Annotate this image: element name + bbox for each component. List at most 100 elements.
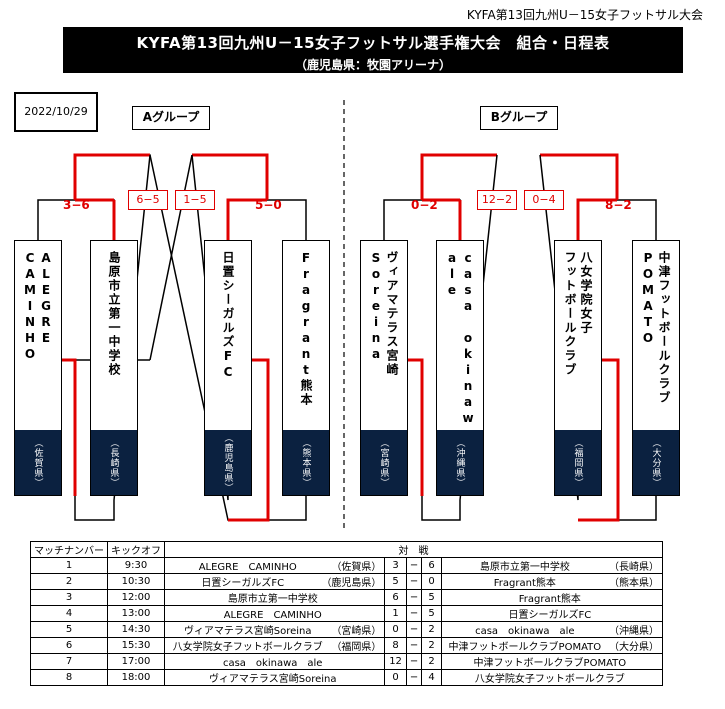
a-score-box-1: 6−5 <box>128 190 168 210</box>
cell-match-no: 2 <box>30 573 108 590</box>
team-name: 中津フットボールクラブ POMATO <box>641 251 671 405</box>
cell-home-score: 3 <box>384 557 407 574</box>
home-team-name: ヴィアマテラス宮崎Soreina <box>208 674 337 685</box>
cell-match-no: 3 <box>30 589 108 606</box>
cell-away-score: 5 <box>421 589 442 606</box>
cell-match-no: 6 <box>30 637 108 654</box>
cell-home-score: 6 <box>384 589 407 606</box>
cell-kickoff: 14:30 <box>107 621 165 638</box>
home-team-pref: （鹿児島県） <box>321 578 382 589</box>
cell-dash: − <box>405 621 423 638</box>
cell-home-score: 0 <box>384 669 407 686</box>
cell-away-score: 0 <box>421 573 442 590</box>
cell-away-team: Fragrant熊本（熊本県） <box>440 573 664 590</box>
table-header-row: マッチナンバー キックオフ 対 戦 <box>30 541 663 558</box>
cell-away-team: 中津フットボールクラブPOMATO <box>440 653 664 670</box>
team-pref: （熊本県） <box>300 437 311 488</box>
away-team-name: 八女学院女子フットボールクラブ <box>474 674 625 685</box>
page-title: KYFA第13回九州U－15女子フットサル選手権大会 組合・日程表 <box>136 34 610 52</box>
cell-dash: − <box>405 589 423 606</box>
a-win-2 <box>226 198 267 240</box>
header-versus: 対 戦 <box>164 541 663 558</box>
cell-kickoff: 15:30 <box>107 637 165 654</box>
team-pref: （鹿児島県） <box>222 432 233 493</box>
cell-away-team: casa okinawa ale（沖縄県） <box>440 621 664 638</box>
cell-home-team: 島原市立第一中学校 <box>163 589 386 606</box>
home-team-name: ALEGRE CAMINHO <box>198 562 297 573</box>
cell-match-no: 7 <box>30 653 108 670</box>
cell-kickoff: 13:00 <box>107 605 165 622</box>
cell-kickoff: 17:00 <box>107 653 165 670</box>
team-name: ヴィアマテラス宮崎 Soreina <box>369 251 399 377</box>
cell-home-score: 12 <box>384 653 407 670</box>
team-name: casa okinawa ale <box>445 251 475 443</box>
cell-match-no: 5 <box>30 621 108 638</box>
cell-home-team: 八女学院女子フットボールクラブ （福岡県） <box>163 637 386 654</box>
cell-dash: − <box>405 605 423 622</box>
cell-kickoff: 10:30 <box>107 573 165 590</box>
team-box-7: 八女学院女子 フットボールクラブ （福岡県） <box>554 240 602 496</box>
a-top-right <box>192 153 269 200</box>
date-box: 2022/10/29 <box>14 92 98 132</box>
cell-away-team: 中津フットボールクラブPOMATO（大分県） <box>440 637 664 654</box>
away-team-name: Fragrant熊本 <box>493 578 556 589</box>
cell-away-team: 日置シーガルズFC <box>440 605 664 622</box>
away-team-name: 中津フットボールクラブPOMATO <box>473 658 627 669</box>
cell-away-score: 5 <box>421 605 442 622</box>
cell-away-team: 島原市立第一中学校（長崎県） <box>440 557 664 574</box>
away-team-name: 日置シーガルズFC <box>508 610 592 621</box>
team-pref: （長崎県） <box>108 437 119 488</box>
cell-away-team: 八女学院女子フットボールクラブ <box>440 669 664 686</box>
cell-dash: − <box>405 637 423 654</box>
home-team-name: casa okinawa ale <box>222 658 323 669</box>
cell-away-team: Fragrant熊本 <box>440 589 664 606</box>
cell-home-team: 日置シーガルズFC（鹿児島県） <box>163 573 386 590</box>
b-cross-2 <box>539 154 579 501</box>
home-team-pref: （佐賀県） <box>331 562 382 573</box>
cell-dash: − <box>405 557 423 574</box>
cell-kickoff: 18:00 <box>107 669 165 686</box>
team-box-3: 日置シーガルズFC （鹿児島県） <box>204 240 252 496</box>
team-box-1: ALEGRE CAMINHO （佐賀県） <box>14 240 62 496</box>
cell-home-team: ヴィアマテラス宮崎Soreina <box>163 669 386 686</box>
team-pref: （大分県） <box>650 437 661 488</box>
cell-away-score: 2 <box>421 621 442 638</box>
away-team-name: casa okinawa ale <box>475 626 575 637</box>
home-team-pref: （福岡県） <box>331 642 382 653</box>
header-note: KYFA第13回九州U－15女子フットサル大会 <box>466 8 703 22</box>
b-top-left <box>420 153 497 200</box>
team-pref: （福岡県） <box>572 437 583 488</box>
home-team-name: 八女学院女子フットボールクラブ <box>172 642 323 653</box>
team-box-6: casa okinawa ale （沖縄県） <box>436 240 484 496</box>
cell-match-no: 4 <box>30 605 108 622</box>
a-top-left <box>73 153 150 200</box>
b-win-2 <box>576 198 617 240</box>
a-cross-4 <box>149 154 193 361</box>
cell-home-score: 5 <box>384 573 407 590</box>
a-right-score: 5−0 <box>255 198 282 212</box>
cell-dash: − <box>405 573 423 590</box>
cell-match-no: 1 <box>30 557 108 574</box>
cell-kickoff: 12:00 <box>107 589 165 606</box>
cell-home-score: 0 <box>384 621 407 638</box>
team-pref: （沖縄県） <box>454 437 465 488</box>
a-score-box-2: 1−5 <box>175 190 215 210</box>
team-name: ALEGRE CAMINHO <box>23 251 53 363</box>
team-name: 八女学院女子 フットボールクラブ <box>563 251 593 377</box>
team-name: 日置シーガルズFC <box>221 251 235 381</box>
title-bar: KYFA第13回九州U－15女子フットサル選手権大会 組合・日程表 （鹿児島県：… <box>63 27 683 73</box>
b-left-score: 0−2 <box>411 198 438 212</box>
cell-away-score: 2 <box>421 653 442 670</box>
a-left-score: 3−6 <box>63 198 90 212</box>
cell-home-team: ALEGRE CAMINHO （佐賀県） <box>163 557 386 574</box>
cell-match-no: 8 <box>30 669 108 686</box>
home-team-name: 島原市立第一中学校 <box>227 594 318 605</box>
team-pref: （佐賀県） <box>32 437 43 488</box>
away-team-pref: （大分県） <box>609 642 659 653</box>
team-box-5: ヴィアマテラス宮崎 Soreina （宮崎県） <box>360 240 408 496</box>
cell-away-score: 2 <box>421 637 442 654</box>
